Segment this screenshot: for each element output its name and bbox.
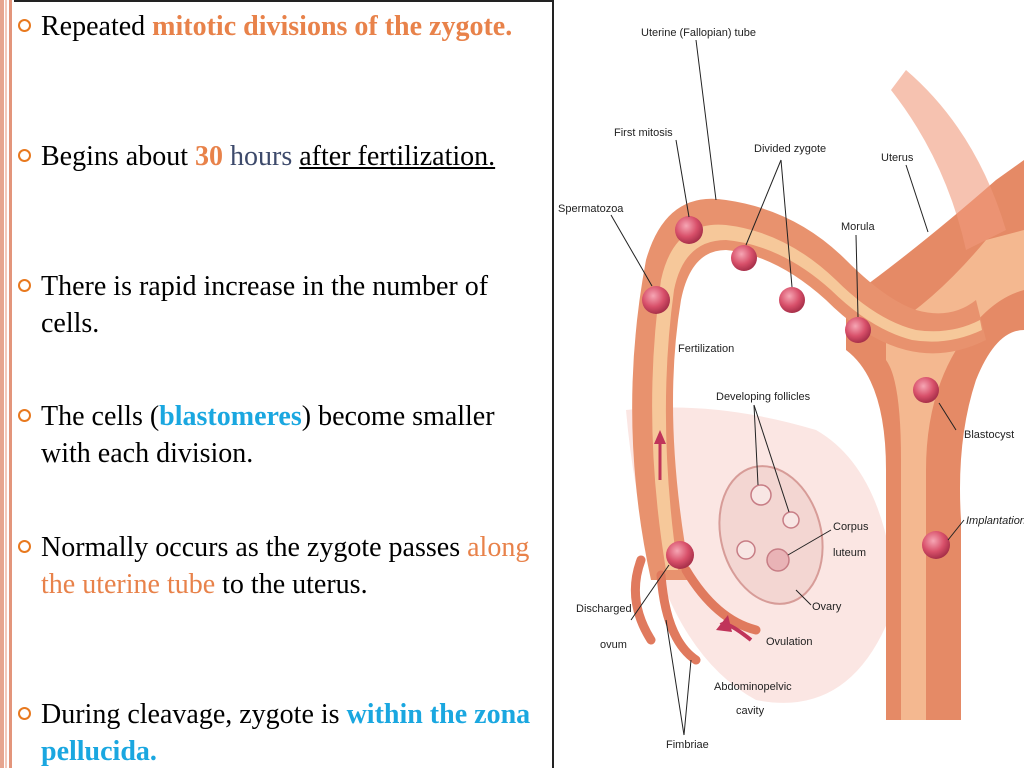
- uterine-tube-lumen: [652, 224, 982, 570]
- label-blastocyst: Blastocyst: [964, 429, 1014, 441]
- label-abdominopelvic-line2: cavity: [736, 705, 765, 717]
- bullet-item: Normally occurs as the zygote passes alo…: [18, 529, 538, 603]
- label-discharged-ovum-line2: ovum: [600, 639, 627, 651]
- bullet-highlight: hours: [223, 141, 293, 172]
- follicle-shape: [782, 511, 800, 529]
- ovary-shape: [718, 465, 824, 605]
- bullet-highlight: along the uterine tube: [41, 532, 530, 600]
- implantation-cell: [922, 531, 950, 559]
- bullet-list-panel: Repeated mitotic divisions of the zygote…: [14, 0, 554, 768]
- bullet-marker-icon: [18, 19, 31, 32]
- first-mitosis-cell: [675, 216, 703, 244]
- bullet-marker-icon: [18, 540, 31, 553]
- label-abdominopelvic-line1: Abdominopelvic: [714, 681, 792, 693]
- bullet-text: Repeated: [41, 11, 153, 42]
- bullet-marker-icon: [18, 707, 31, 720]
- bullet-text: Normally occurs as the zygote passes: [41, 532, 468, 563]
- diagram-svg: Uterine (Fallopian) tube First mitosis D…: [558, 27, 1024, 751]
- fertilization-cell: [642, 286, 670, 314]
- label-corpus-luteum-line1: Corpus: [833, 521, 869, 533]
- uterine-tube-diagram: Uterine (Fallopian) tube First mitosis D…: [556, 0, 1024, 768]
- bullet-text: Begins about: [41, 141, 195, 172]
- label-fimbriae: Fimbriae: [666, 739, 709, 751]
- corpus-luteum-shape: [766, 548, 790, 572]
- label-implantation: Implantation: [966, 515, 1024, 527]
- label-first-mitosis: First mitosis: [614, 127, 673, 139]
- follicle-shape: [750, 484, 772, 506]
- discharged-ovum-cell: [666, 541, 694, 569]
- label-developing-follicles: Developing follicles: [716, 391, 811, 403]
- bullet-item: Begins about 30 hours after fertilizatio…: [18, 138, 538, 175]
- uterus-top-tissue: [891, 70, 1006, 250]
- divided-zygote-cell: [779, 287, 805, 313]
- bullet-text: There is rapid increase in the number of…: [41, 271, 489, 339]
- label-corpus-luteum-line2: luteum: [833, 547, 866, 559]
- divided-zygote-cell: [731, 245, 757, 271]
- label-ovary: Ovary: [812, 601, 842, 613]
- bullet-marker-icon: [18, 149, 31, 162]
- bullet-text: The cells (: [41, 401, 160, 432]
- direction-arrowhead-icon: [654, 430, 666, 444]
- label-ovulation: Ovulation: [766, 636, 812, 648]
- label-spermatozoa: Spermatozoa: [558, 203, 624, 215]
- bullet-highlight: within the zona pellucida.: [41, 699, 531, 767]
- label-uterus: Uterus: [881, 152, 914, 164]
- bullet-item: The cells (blastomeres) become smaller w…: [18, 398, 538, 472]
- bullet-underlined-text: after fertilization.: [299, 141, 496, 172]
- bullet-item: There is rapid increase in the number of…: [18, 268, 538, 342]
- morula-cell: [845, 317, 871, 343]
- bullet-item: Repeated mitotic divisions of the zygote…: [18, 8, 538, 45]
- label-divided-zygote: Divided zygote: [754, 143, 826, 155]
- follicle-shape: [736, 540, 756, 560]
- bullet-highlight: mitotic divisions of the zygote.: [152, 11, 513, 42]
- bullet-item: During cleavage, zygote is within the zo…: [18, 696, 538, 770]
- bullet-text: During cleavage, zygote is: [41, 699, 347, 730]
- label-uterine-tube: Uterine (Fallopian) tube: [641, 27, 756, 39]
- label-discharged-ovum-line1: Discharged: [576, 603, 632, 615]
- label-fertilization: Fertilization: [678, 343, 734, 355]
- bullet-marker-icon: [18, 409, 31, 422]
- label-morula: Morula: [841, 221, 876, 233]
- left-border-decoration: [0, 0, 14, 768]
- blastocyst-cell: [913, 377, 939, 403]
- ovulation-arrowhead-icon: [716, 615, 732, 632]
- bullet-highlight: blastomeres: [159, 401, 302, 432]
- bullet-marker-icon: [18, 279, 31, 292]
- leader-lines: [610, 39, 965, 736]
- fimbriae-shape: [630, 555, 761, 665]
- bullet-highlight: 30: [195, 141, 223, 172]
